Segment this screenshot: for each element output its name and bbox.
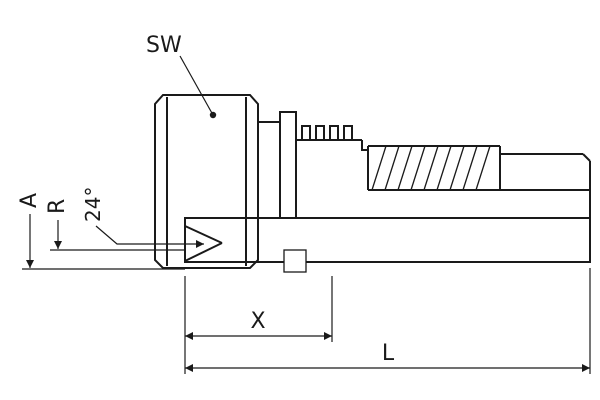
rib-2 bbox=[315, 125, 325, 140]
o-ring-seal bbox=[283, 249, 307, 273]
tail-end-chamfer bbox=[582, 153, 591, 162]
label-a: A bbox=[17, 193, 42, 208]
label-l: L bbox=[382, 341, 395, 366]
rib-4 bbox=[343, 125, 353, 140]
label-cone-angle: 24° bbox=[81, 187, 105, 222]
tall-rib bbox=[279, 111, 297, 218]
label-sw: SW bbox=[146, 33, 182, 58]
rib-3 bbox=[329, 125, 339, 140]
section-hatch-band bbox=[184, 217, 591, 263]
o-ring-backing bbox=[284, 250, 306, 272]
rib-1 bbox=[301, 125, 311, 140]
cone-upper-line bbox=[184, 225, 223, 244]
step-edge bbox=[361, 140, 368, 151]
cone-angle-leader bbox=[95, 225, 204, 248]
sw-leader-dot bbox=[209, 111, 217, 119]
fitting-body bbox=[154, 94, 591, 273]
sw-leader-line bbox=[179, 55, 214, 116]
dimension-annotations: SW A R 24° X L bbox=[17, 33, 591, 374]
hex-nut-outline bbox=[154, 94, 259, 269]
label-x: X bbox=[250, 309, 265, 334]
cone-lower-line bbox=[184, 242, 223, 262]
label-r: R bbox=[45, 199, 70, 214]
serration-teeth bbox=[371, 145, 491, 191]
